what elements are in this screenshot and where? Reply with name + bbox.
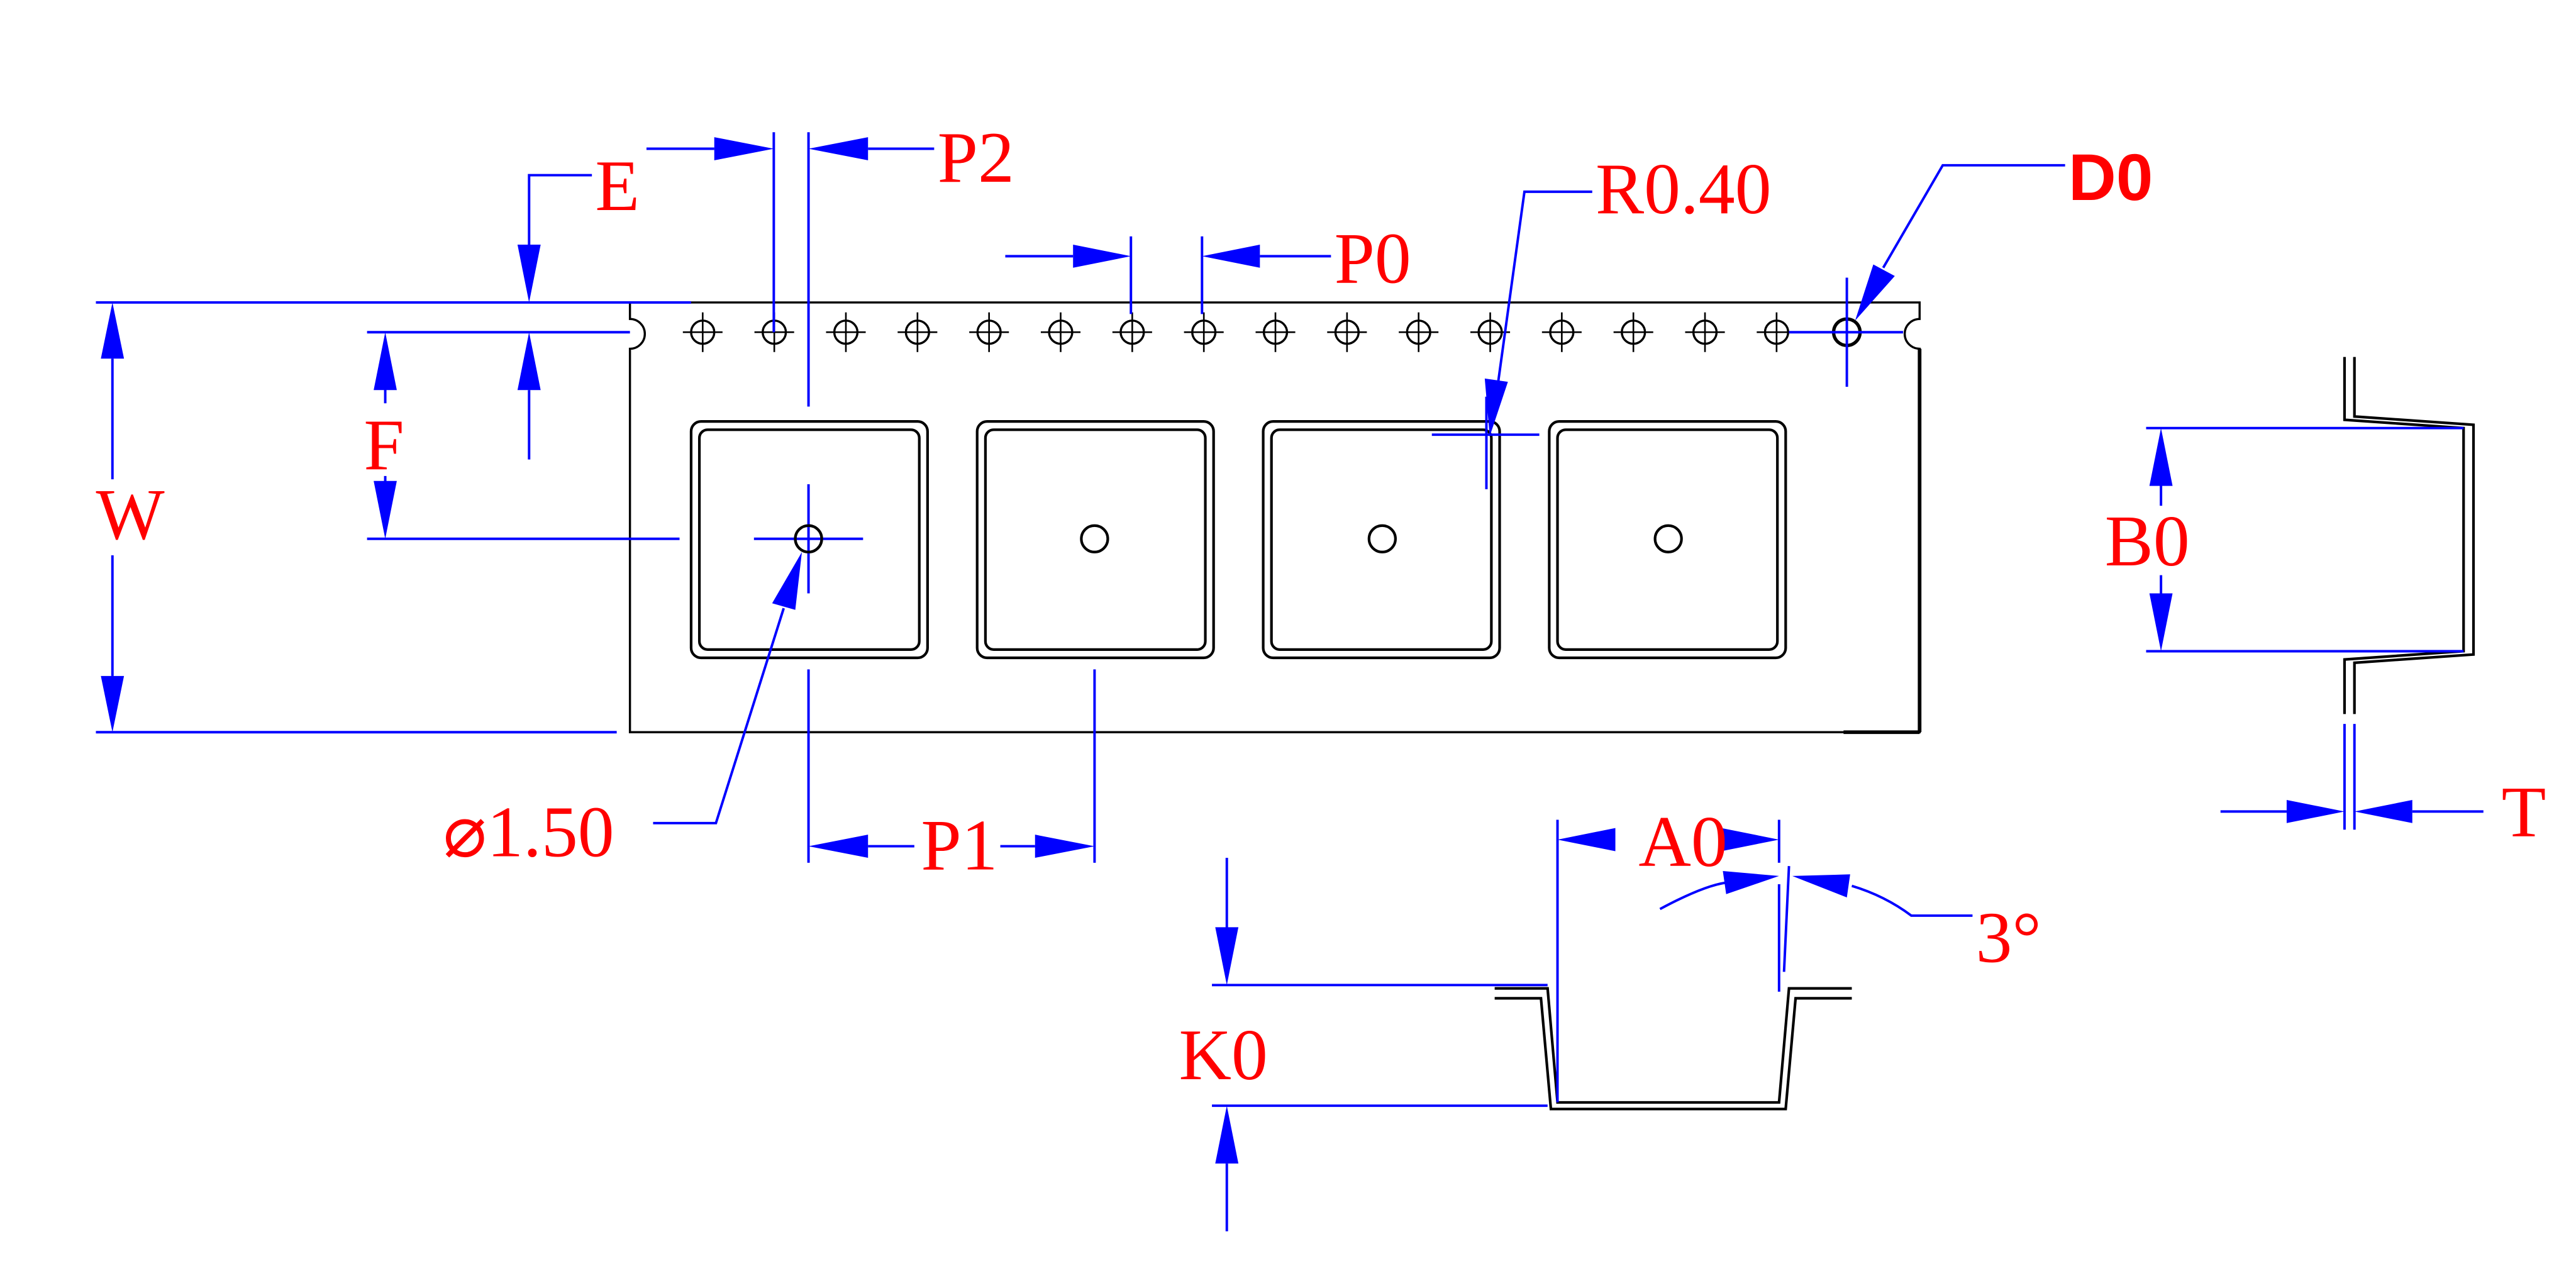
- label-p2: P2: [938, 118, 1014, 198]
- pocket-3: [1262, 420, 1501, 660]
- sprocket-hole: [1541, 312, 1582, 352]
- sprocket-hole: [1040, 312, 1081, 352]
- sprocket-hole: [1112, 312, 1152, 352]
- dimension-b0: [2146, 426, 2464, 653]
- side-section-view: [2343, 357, 2475, 714]
- dimension-p1: [807, 669, 1096, 863]
- dimension-dia150: [653, 552, 802, 824]
- pocket-section-view: [1494, 987, 1852, 1111]
- sprocket-hole: [1327, 312, 1367, 352]
- dimension-p2: [646, 132, 935, 407]
- label-p1: P1: [921, 805, 997, 885]
- label-k0: K0: [1179, 1015, 1267, 1096]
- pocket-2: [975, 420, 1215, 660]
- label-d0: D0: [2068, 141, 2153, 214]
- label-w: W: [96, 475, 164, 555]
- sprocket-hole: [682, 312, 723, 352]
- label-p0: P0: [1335, 218, 1411, 299]
- label-t: T: [2502, 772, 2546, 853]
- sprocket-hole: [1613, 312, 1653, 352]
- label-e: E: [595, 146, 640, 226]
- sprocket-hole: [1184, 312, 1224, 352]
- label-b0: B0: [2105, 501, 2190, 582]
- label-angle-3: 3°: [1976, 898, 2041, 979]
- dimension-a0: [1556, 819, 1780, 1102]
- dimension-k0: [1212, 857, 1548, 1231]
- dimension-f: [367, 332, 680, 540]
- sprocket-hole: [1399, 312, 1439, 352]
- sprocket-hole: [1685, 312, 1725, 352]
- pocket-4: [1548, 420, 1787, 660]
- carrier-tape: [628, 301, 1922, 735]
- sprocket-hole: [826, 312, 866, 352]
- dimension-r040: [1431, 190, 1592, 489]
- pocket-center-crosshair: [753, 484, 863, 594]
- dimension-d0: [1789, 164, 2065, 387]
- dimension-w: [96, 301, 691, 734]
- sprocket-hole: [969, 312, 1009, 352]
- sprocket-holes: [682, 312, 1862, 352]
- dimension-angle-3: [1659, 866, 1973, 972]
- sprocket-hole: [1470, 312, 1511, 352]
- dimension-p0: [1005, 236, 1331, 314]
- dimension-t: [2220, 724, 2484, 830]
- dimension-labels: E P2 P0 R0.40 D0 W F ⌀1.50 P1 A0 3° K0 B…: [96, 118, 2546, 1096]
- dimension-e: [367, 174, 630, 460]
- sprocket-hole: [1255, 312, 1296, 352]
- sprocket-hole: [897, 312, 938, 352]
- label-dia150: ⌀1.50: [443, 792, 614, 872]
- label-a0: A0: [1638, 802, 1727, 882]
- label-r040: R0.40: [1596, 149, 1772, 230]
- label-f: F: [364, 405, 404, 486]
